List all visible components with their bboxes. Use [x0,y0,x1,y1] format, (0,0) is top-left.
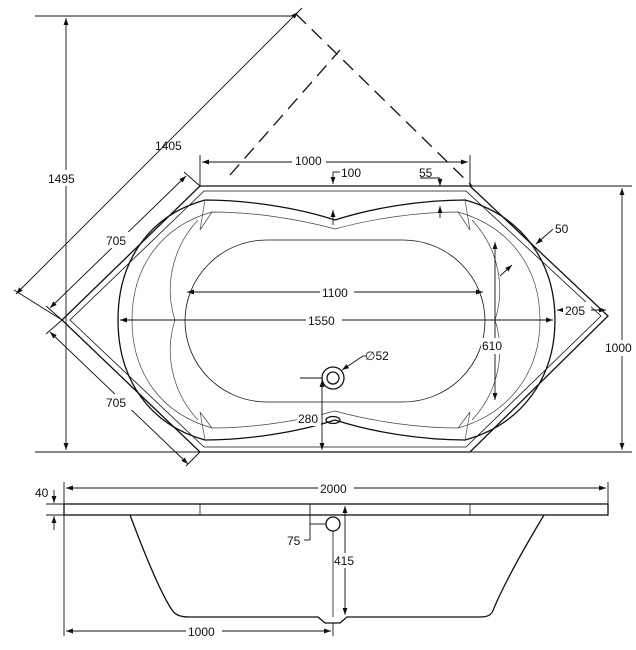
side-rim [63,503,609,516]
side-tub-body [129,514,545,624]
dim-diagonal-length: 1405 [13,7,303,321]
dim-label-205: 205 [565,304,585,318]
dim-rim-55: 55 [419,166,443,218]
dim-label-415: 415 [334,554,354,568]
dim-drain-position: 1000 [63,515,334,639]
wall-reference-dashed [295,13,473,187]
dim-label-1000-bottom: 1000 [188,625,215,639]
dim-label-50: 50 [555,222,569,236]
dim-label-75: 75 [287,534,301,548]
dim-drain-offset: 280 [297,377,325,453]
dim-rim-thickness: 40 [35,486,64,530]
dim-drain-diameter: ∅52 [341,349,389,371]
dim-label-705-upper: 705 [106,234,126,248]
corner-facet-bl [199,411,213,441]
dim-outer-length: 1550 [120,312,553,328]
dim-inner-width: 610 [481,242,509,400]
dim-label-100: 100 [341,166,361,180]
dim-inner-length: 1100 [187,284,483,300]
dim-overall-width: 1000 [470,185,636,453]
dim-top-width: 1000 [199,152,471,186]
dim-rim-100: 100 [330,166,361,225]
dim-label-2000: 2000 [320,482,347,496]
dim-label-1000-right: 1000 [605,341,632,355]
dim-label-280: 280 [298,412,318,426]
dim-overall-height: 1495 [35,15,296,453]
side-overflow [325,516,341,532]
dim-label-1405: 1405 [155,139,182,153]
dim-label-705-lower: 705 [106,396,126,410]
overflow-mark [325,415,341,425]
tub-rim-inner-edge [69,190,602,448]
dim-depth: 415 [334,506,358,615]
dim-upper-side: 705 [45,171,201,321]
dim-label-40: 40 [35,486,49,500]
dim-label-610: 610 [482,339,502,353]
dim-label-1550: 1550 [308,314,335,328]
corner-facet-tr [457,199,471,231]
drain-outer [321,366,345,390]
dim-label-1100: 1100 [322,286,348,300]
dim-rim-50: 50 [499,222,569,277]
drain-inner [326,371,340,385]
top-view: 1495 1405 1000 100 55 [13,7,636,467]
dim-end-205: 205 [557,302,606,318]
dim-label-drain-diameter: ∅52 [365,349,389,363]
dim-label-1495: 1495 [48,172,75,186]
dim-lower-side: 705 [45,319,201,467]
corner-facet-br [457,411,471,441]
dim-total-length: 2000 [63,480,609,504]
dim-overflow-offset: 75 [287,504,326,548]
dim-label-55: 55 [419,166,433,180]
dim-label-1000-top: 1000 [295,154,322,168]
side-view: 40 2000 75 415 1000 [35,480,609,639]
